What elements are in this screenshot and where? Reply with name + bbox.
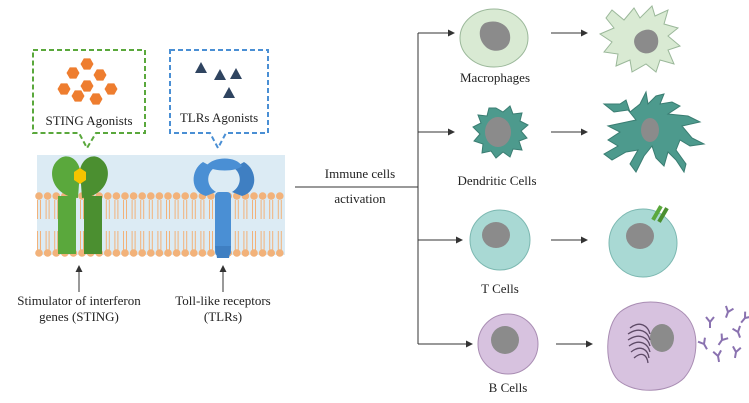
antibody-icon [712,349,722,363]
lipid-head [181,192,189,200]
lipid-head [241,249,250,257]
lipid-head [121,249,129,257]
lipid-head [112,192,121,200]
lipid-head [78,249,86,257]
plasma-cell [607,301,697,391]
tlr-caption-line1: Toll-like receptors [175,293,270,308]
macrophage-row: Macrophages [459,5,682,85]
lipid-head [276,192,284,200]
sting-caption-line2: genes (STING) [39,309,119,324]
hexagon-icon [80,80,94,92]
antibody-icon [705,316,715,328]
lipid-head [207,249,215,257]
tlr-caption-line2: (TLRs) [204,309,242,324]
lipid-head [104,249,112,257]
hexagon-icon [71,90,85,102]
lipid-head [43,192,52,200]
tcell-receptor-icon [651,205,669,223]
nucleus [485,117,511,147]
tcell-row: T Cells [469,205,678,296]
hexagon-icon [80,58,94,70]
dendritic-label: Dendritic Cells [457,173,536,188]
hexagon-icon [66,67,80,79]
antibody-icon [732,325,741,338]
lipid-head [172,192,181,200]
lipid-head [104,192,112,200]
lipid-head [250,192,258,200]
nucleus [650,324,674,352]
sting-caption-line1: Stimulator of interferon [17,293,141,308]
lipid-head [43,249,52,257]
sting-agonist-icons [57,58,118,105]
nucleus [634,29,659,54]
lipid-head [250,249,258,257]
lipid-head [190,192,198,200]
lipid-head [276,249,284,257]
bcell-label: B Cells [489,380,528,395]
sting-agonist-callout: STING Agonists [32,49,146,151]
sting-agonists-label: STING Agonists [45,113,132,128]
tcell-label: T Cells [481,281,519,296]
lipid-head [155,192,164,200]
endoplasmic-reticulum-icon [627,323,651,364]
lipid-head [129,249,138,257]
antibody-icon [725,305,734,318]
lipid-head [35,249,43,257]
nucleus [482,222,510,248]
bcell-row: B Cells [477,301,749,395]
lipid-head [112,249,121,257]
triangle-icon [195,62,207,73]
nucleus [491,326,519,354]
lipid-head [172,249,181,257]
sting-receptor [52,156,108,254]
lipid-head [233,249,241,257]
lipid-head [121,192,129,200]
hexagon-icon [93,69,107,81]
antibody-icons [697,305,749,363]
lipid-head [258,192,267,200]
hexagon-icon [57,83,71,95]
lipid-head [164,249,172,257]
lipid-head [198,249,207,257]
lipid-head [267,192,276,200]
nucleus [641,118,659,142]
lipid-head [155,249,164,257]
tlr-receptor [193,158,255,258]
lipid-head [181,249,189,257]
sting-ligand-icon [74,168,86,184]
lipid-head [267,249,276,257]
triangle-icon [214,69,226,80]
nucleus [626,223,654,249]
lipid-head [138,192,146,200]
activation-line1: Immune cells [325,166,395,181]
antibody-icon [717,333,729,346]
lipid-bilayer [35,192,284,257]
lipid-head [138,249,146,257]
dendritic-row: Dendritic Cells [457,90,706,188]
triangle-icon [223,87,235,98]
triangle-icon [230,68,242,79]
lipid-head [147,192,155,200]
lipid-head [190,249,198,257]
activation-connector: Immune cells activation [295,29,473,348]
lipid-head [147,249,155,257]
activation-line2: activation [334,191,386,206]
lipid-head [35,192,43,200]
antibody-icon [740,311,749,324]
lipid-head [129,192,138,200]
hexagon-icon [104,83,118,95]
hexagon-icon [89,93,103,105]
nucleus [479,21,511,51]
lipid-head [258,249,267,257]
tlr-agonist-callout: TLRs Agonists [169,49,269,151]
antibody-icon [697,337,708,350]
lipid-head [164,192,172,200]
tlr-agonists-label: TLRs Agonists [180,110,258,125]
macrophage-label: Macrophages [460,70,530,85]
antibody-icon [732,345,742,359]
